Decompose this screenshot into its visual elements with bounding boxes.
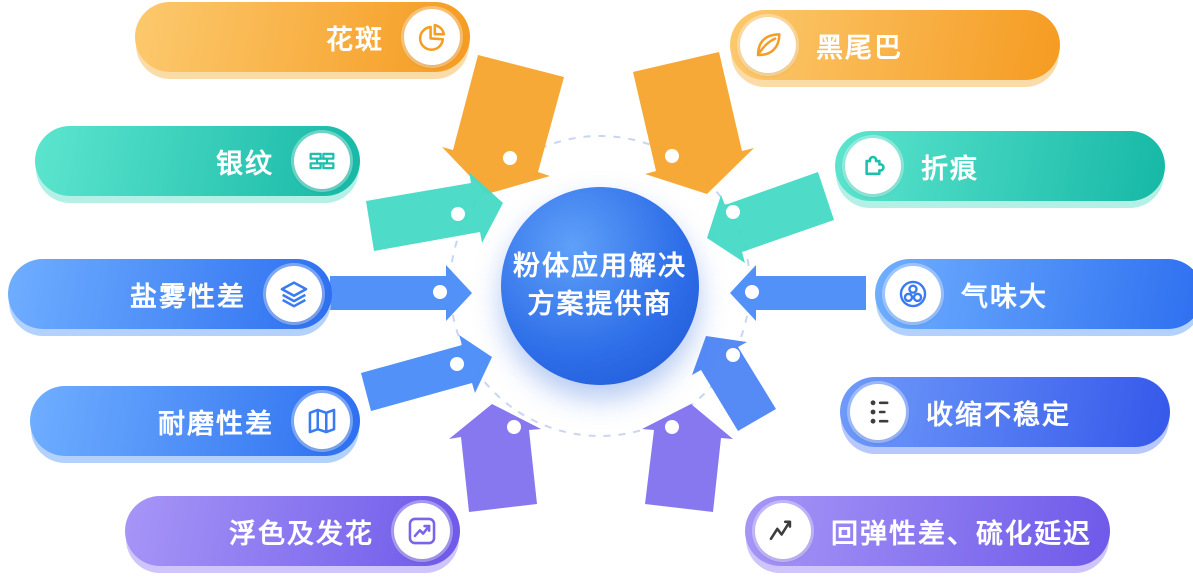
pill-huaban: 花斑 <box>135 2 470 72</box>
connector-arrow <box>442 55 564 194</box>
pill-label: 黑尾巴 <box>816 32 903 64</box>
molecules-icon <box>885 266 941 322</box>
pill-heiweiba: 黑尾巴 <box>730 10 1060 80</box>
options-dots-icon <box>850 384 906 440</box>
layers-icon <box>266 266 322 322</box>
trend-chart-icon <box>394 503 450 559</box>
connector-arrow <box>330 265 472 321</box>
arrow-dot <box>745 285 759 299</box>
puzzle-icon <box>845 138 901 194</box>
connector-arrow <box>633 52 754 194</box>
arrow-dot <box>507 420 521 434</box>
pill-shousuo: 收缩不稳定 <box>840 377 1170 447</box>
pill-label: 回弹性差、硫化延迟 <box>831 518 1092 550</box>
pill-fuse: 浮色及发花 <box>125 496 460 566</box>
pie-chart-icon <box>404 9 460 65</box>
arrow-dot <box>503 151 517 165</box>
pill-label: 银纹 <box>216 148 274 180</box>
connector-arrow <box>366 172 503 251</box>
pill-huitan: 回弹性差、硫化延迟 <box>745 496 1110 566</box>
pill-label: 盐雾性差 <box>130 281 246 313</box>
pill-label: 折痕 <box>921 153 979 185</box>
pill-qiwei: 气味大 <box>875 259 1193 329</box>
arrow-dot <box>450 357 464 371</box>
connector-arrow <box>707 172 834 263</box>
connector-arrow <box>361 335 492 411</box>
center-circle: 粉体应用解决 方案提供商 <box>501 187 699 385</box>
line-chart-icon <box>755 503 811 559</box>
arrow-dot <box>451 207 465 221</box>
pill-label: 花斑 <box>326 24 384 56</box>
arrow-dot <box>726 205 740 219</box>
center-title-line2: 方案提供商 <box>527 289 673 320</box>
pill-label: 气味大 <box>961 281 1048 313</box>
connector-arrow <box>730 265 866 321</box>
connector-arrow <box>642 404 733 512</box>
pill-yanwu: 盐雾性差 <box>8 259 332 329</box>
pill-label: 浮色及发花 <box>229 518 374 550</box>
bricks-icon <box>294 133 350 189</box>
leaf-icon <box>740 17 796 73</box>
pill-yinwen: 银纹 <box>35 126 360 196</box>
pill-label: 收缩不稳定 <box>926 399 1071 431</box>
connector-arrow <box>692 336 776 431</box>
arrow-dot <box>433 285 447 299</box>
arrow-dot <box>665 420 679 434</box>
arrow-dot <box>726 348 740 362</box>
map-icon <box>294 393 350 449</box>
connector-arrow <box>449 404 541 512</box>
pill-zhehen: 折痕 <box>835 131 1165 201</box>
pill-label: 耐磨性差 <box>158 408 274 440</box>
arrow-dot <box>665 149 679 163</box>
center-title-line1: 粉体应用解决 <box>513 251 687 283</box>
pill-naimo: 耐磨性差 <box>30 386 360 456</box>
